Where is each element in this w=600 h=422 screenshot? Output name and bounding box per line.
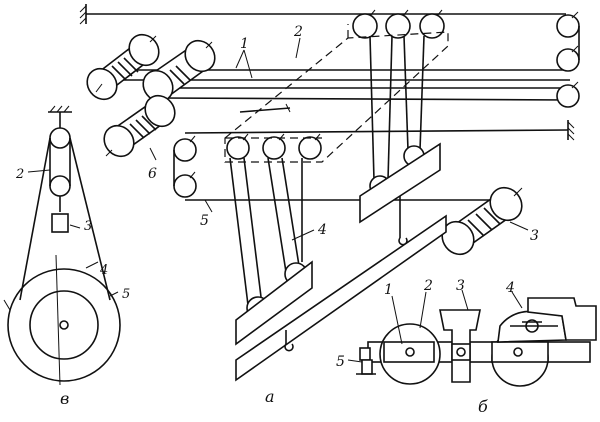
v-label-3: 3 — [84, 219, 92, 234]
left-pulleys — [173, 135, 197, 198]
drum-middle-left — [142, 39, 216, 103]
label-4: 4 — [317, 222, 327, 238]
trolley-frame-dashed — [224, 24, 449, 163]
main-labels: 1 2 4 5 6 3 а — [148, 24, 539, 406]
top-pulleys — [352, 9, 445, 39]
trolley-pulleys — [226, 133, 322, 160]
v-label-5: 5 — [122, 287, 130, 302]
b-label-5: 5 — [336, 354, 345, 370]
right-pulleys — [556, 11, 580, 108]
drum-upper-left — [86, 33, 160, 101]
label-6: 6 — [148, 166, 157, 182]
b-label-4: 4 — [505, 280, 515, 296]
hoist-ropes — [229, 35, 425, 306]
right-anchor — [567, 120, 575, 141]
label-3: 3 — [530, 228, 539, 244]
b-label-2: 2 — [423, 278, 433, 294]
b-label-1: 1 — [384, 282, 393, 298]
detail-v: 2 3 4 5 в — [3, 105, 130, 408]
label-5: 5 — [200, 213, 209, 229]
v-label-4: 4 — [99, 263, 108, 278]
label-1: 1 — [240, 36, 249, 52]
detail-b: 1 2 3 4 5 б — [336, 278, 597, 416]
inclined-beam-4 — [235, 214, 447, 382]
label-2: 2 — [293, 24, 303, 40]
caption-a: а — [265, 387, 275, 406]
top-anchor — [79, 4, 87, 25]
caption-b: б — [478, 397, 488, 416]
v-label-2: 2 — [15, 167, 24, 182]
b-label-3: 3 — [456, 278, 465, 294]
main-scheme: 1 2 4 5 6 3 а — [79, 4, 580, 406]
drum-6 — [103, 94, 176, 158]
caption-v: в — [60, 389, 69, 408]
drum-3 — [441, 186, 523, 256]
